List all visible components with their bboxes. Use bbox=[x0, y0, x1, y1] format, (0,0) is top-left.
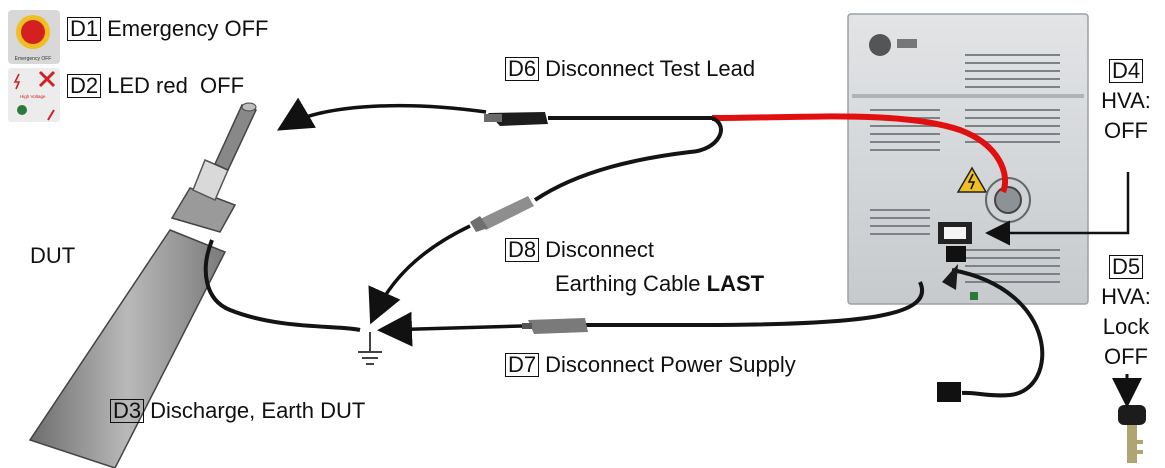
earthing-clamp bbox=[470, 196, 534, 232]
step-d4-line1: HVA: bbox=[1101, 88, 1151, 113]
step-d5-label: D5 HVA: Lock OFF bbox=[1094, 252, 1158, 372]
panel-connector-icon bbox=[869, 34, 891, 56]
supply-plug bbox=[937, 382, 961, 402]
hv-led-thumbnail: High Voltage bbox=[8, 68, 60, 122]
step-d4-tag: D4 bbox=[1108, 59, 1144, 83]
hv-test-lead-red bbox=[711, 113, 1009, 194]
power-inlet bbox=[946, 246, 966, 262]
emergency-button-thumbnail: Emergency OFF bbox=[8, 10, 60, 64]
step-d8-line2-prefix: Earthing Cable bbox=[555, 271, 707, 296]
high-voltage-warning-icon bbox=[956, 166, 988, 193]
emergency-button-caption: Emergency OFF bbox=[15, 56, 52, 62]
arrow-hva-off bbox=[985, 172, 1130, 246]
dut-label: DUT bbox=[30, 243, 76, 268]
step-d3-text: Discharge, Earth DUT bbox=[150, 398, 366, 423]
arrow-clamp-to-ground bbox=[368, 224, 471, 325]
step-d1-text: Emergency OFF bbox=[107, 16, 269, 41]
power-plug bbox=[522, 318, 588, 334]
step-d7-tag: D7 bbox=[505, 353, 540, 377]
power-cable bbox=[585, 281, 924, 327]
lightning-icon bbox=[13, 73, 21, 90]
earthing-cable bbox=[533, 116, 723, 202]
panel-vent-slots bbox=[870, 54, 1060, 283]
step-d5-line2: Lock bbox=[1102, 314, 1150, 339]
step-d4-label: D4 HVA: OFF bbox=[1094, 56, 1158, 146]
supply-cable bbox=[951, 268, 1045, 398]
test-lead-plug bbox=[484, 112, 548, 126]
emergency-button-icon bbox=[21, 20, 45, 44]
step-d6-text: Disconnect Test Lead bbox=[545, 56, 756, 81]
step-d8-line1: Disconnect bbox=[545, 237, 654, 262]
step-d6-tag: D6 bbox=[505, 57, 540, 81]
step-d8-line2: Earthing Cable LAST bbox=[555, 271, 764, 297]
step-d5-line3: OFF bbox=[1104, 344, 1148, 369]
step-d2-tag: D2 bbox=[67, 74, 102, 98]
arrow-power-to-ground bbox=[377, 311, 523, 347]
step-d4-line2: OFF bbox=[1104, 118, 1148, 143]
step-d5-tag: D5 bbox=[1108, 255, 1144, 279]
step-d8-line2-bold: LAST bbox=[706, 271, 765, 296]
hv-panel-caption: High Voltage bbox=[20, 94, 46, 99]
step-d8-tag: D8 bbox=[505, 238, 540, 262]
step-d1-tag: D1 bbox=[67, 17, 102, 41]
dut-coax-cable bbox=[28, 102, 258, 468]
dut-earth-braid bbox=[203, 239, 361, 332]
step-d3-tag: D3 bbox=[110, 399, 145, 423]
panel-green-indicator bbox=[970, 292, 978, 300]
cross-icon bbox=[38, 70, 56, 88]
power-connector bbox=[942, 264, 958, 290]
ground-icon bbox=[358, 332, 382, 365]
arrow-test-lead-to-dut bbox=[276, 97, 487, 131]
step-d5-line1: HVA: bbox=[1101, 284, 1151, 309]
step-d7-text: Disconnect Power Supply bbox=[545, 352, 796, 377]
key-icon bbox=[1118, 405, 1146, 463]
led-green-icon bbox=[17, 105, 27, 115]
hv-test-set-panel bbox=[847, 13, 1089, 305]
step-d2-text: LED red OFF bbox=[107, 73, 245, 98]
